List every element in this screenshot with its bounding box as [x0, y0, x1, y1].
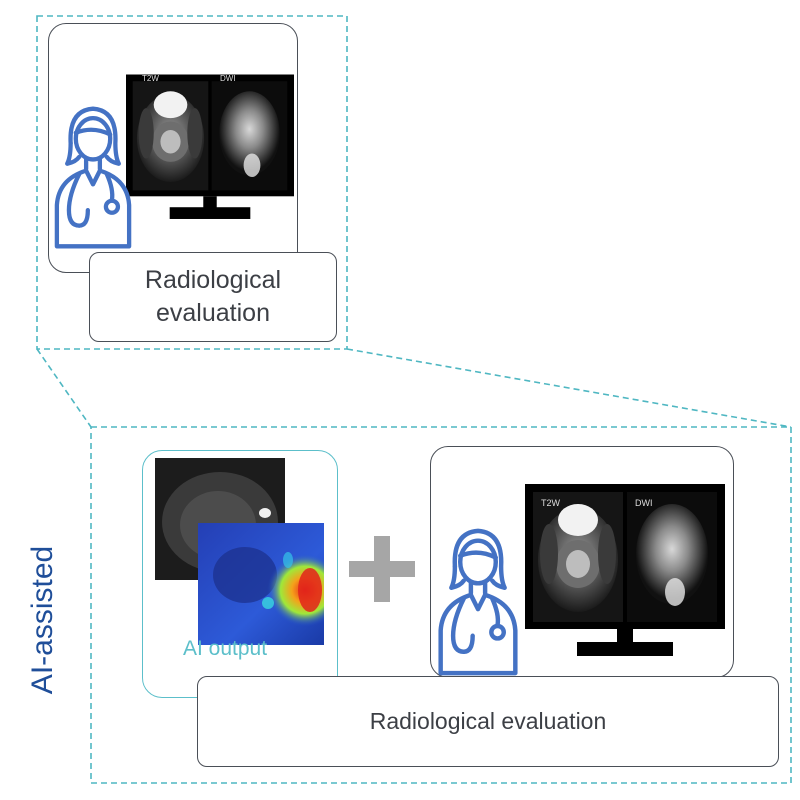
top-dashed-frame	[36, 15, 348, 350]
zoom-line-right	[346, 348, 792, 428]
top-label-line1: Radiological	[144, 266, 282, 294]
top-monitor-tag-left: T2W	[142, 74, 159, 83]
top-monitor-tag-right: DWI	[220, 74, 236, 83]
top-label-line2: evaluation	[156, 299, 270, 327]
bottom-doctor-icon	[441, 531, 516, 673]
heatmap-image	[198, 523, 324, 645]
bottom-dashed-frame	[90, 426, 792, 784]
bottom-monitor-icon	[525, 484, 725, 656]
top-radiological-evaluation-box: Radiological evaluation	[89, 252, 337, 342]
ai-output-label: AI output	[183, 637, 268, 660]
bottom-monitor-tag-left: T2W	[541, 498, 560, 508]
bottom-monitor-tag-right: DWI	[635, 498, 653, 508]
bottom-radiological-evaluation-box: Radiological evaluation	[197, 676, 779, 767]
zoom-line-left	[36, 348, 92, 428]
dashed-frames	[36, 15, 792, 784]
bottom-label-text: Radiological evaluation	[369, 708, 607, 734]
